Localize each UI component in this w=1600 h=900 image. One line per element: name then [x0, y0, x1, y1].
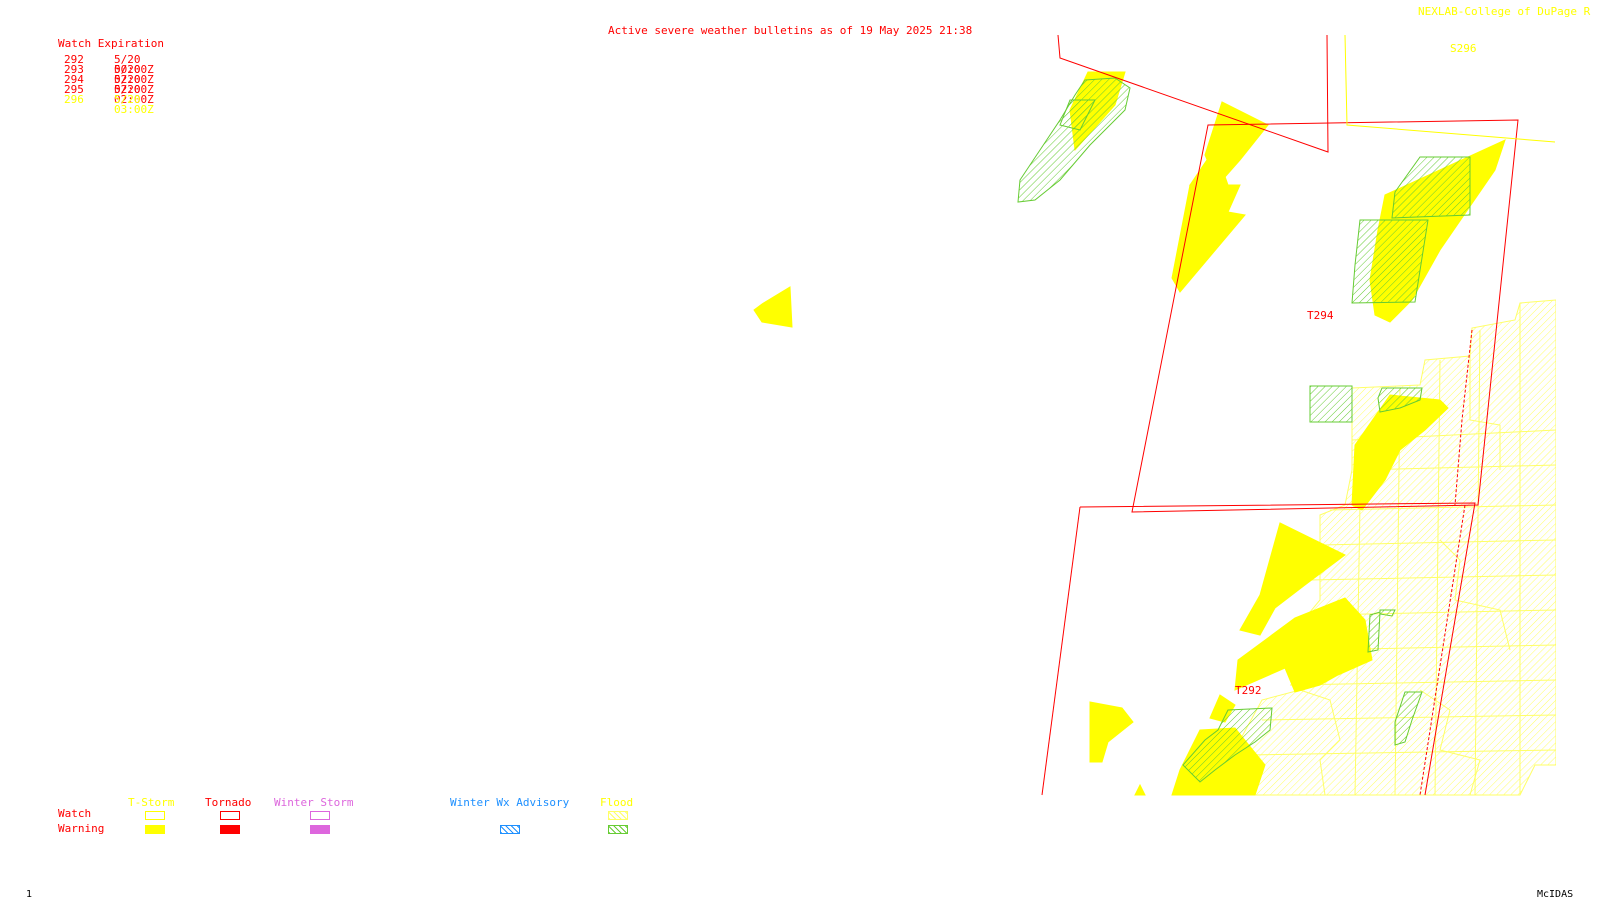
flood-warnings [1017, 77, 1471, 783]
winter-advisory-swatch [500, 825, 520, 834]
watch-292-label: T292 [1235, 684, 1262, 697]
tornado-watch-swatch [220, 811, 240, 820]
tstorm-warning-swatch [145, 825, 165, 834]
watch-id: 296 [64, 93, 84, 106]
watch-id: 294 [64, 73, 84, 86]
winter-storm-warning-swatch [310, 825, 330, 834]
legend-col-winter-advisory: Winter Wx Advisory [450, 796, 570, 809]
flood-warning-swatch [608, 825, 628, 834]
weather-map: T294 T292 S296 [753, 34, 1556, 796]
legend-col-tstorm: T-Storm [128, 796, 175, 809]
watch-expiration-heading: Watch Expiration [58, 37, 164, 50]
legend-col-tornado: Tornado [205, 796, 252, 809]
watch-outlines [1041, 34, 1556, 796]
watch-expiry-time: 5/20 00:00Z [114, 53, 154, 76]
watch-id: 293 [64, 63, 84, 76]
watch-294-label: T294 [1307, 309, 1334, 322]
flood-watch-swatch [608, 811, 628, 820]
watch-expiry-time: 5/20 03:00Z [114, 93, 154, 116]
tornado-warning-swatch [220, 825, 240, 834]
tstorm-watch-swatch [145, 811, 165, 820]
watch-296-label: S296 [1450, 42, 1477, 55]
software-label: McIDAS [1537, 889, 1574, 900]
watch-expiry-time: 5/20 02:00Z [114, 63, 154, 86]
watch-expiry-time: 5/20 02:00Z [114, 83, 154, 106]
watch-expiry-time: 5/20 02:00Z [114, 73, 154, 96]
credit-label: NEXLAB-College of DuPage R [1418, 5, 1591, 18]
bulletin-title: Active severe weather bulletins as of 19… [608, 24, 973, 37]
frame-number: 1 [26, 889, 33, 900]
legend-watch-row-label: Watch [58, 807, 92, 820]
watch-id: 295 [64, 83, 84, 96]
winter-storm-watch-swatch [310, 811, 330, 820]
legend-col-winter-storm: Winter Storm [274, 796, 354, 809]
watch-id: 292 [64, 53, 84, 66]
legend-warning-row-label: Warning [58, 822, 105, 835]
legend-col-flood: Flood [600, 796, 634, 809]
